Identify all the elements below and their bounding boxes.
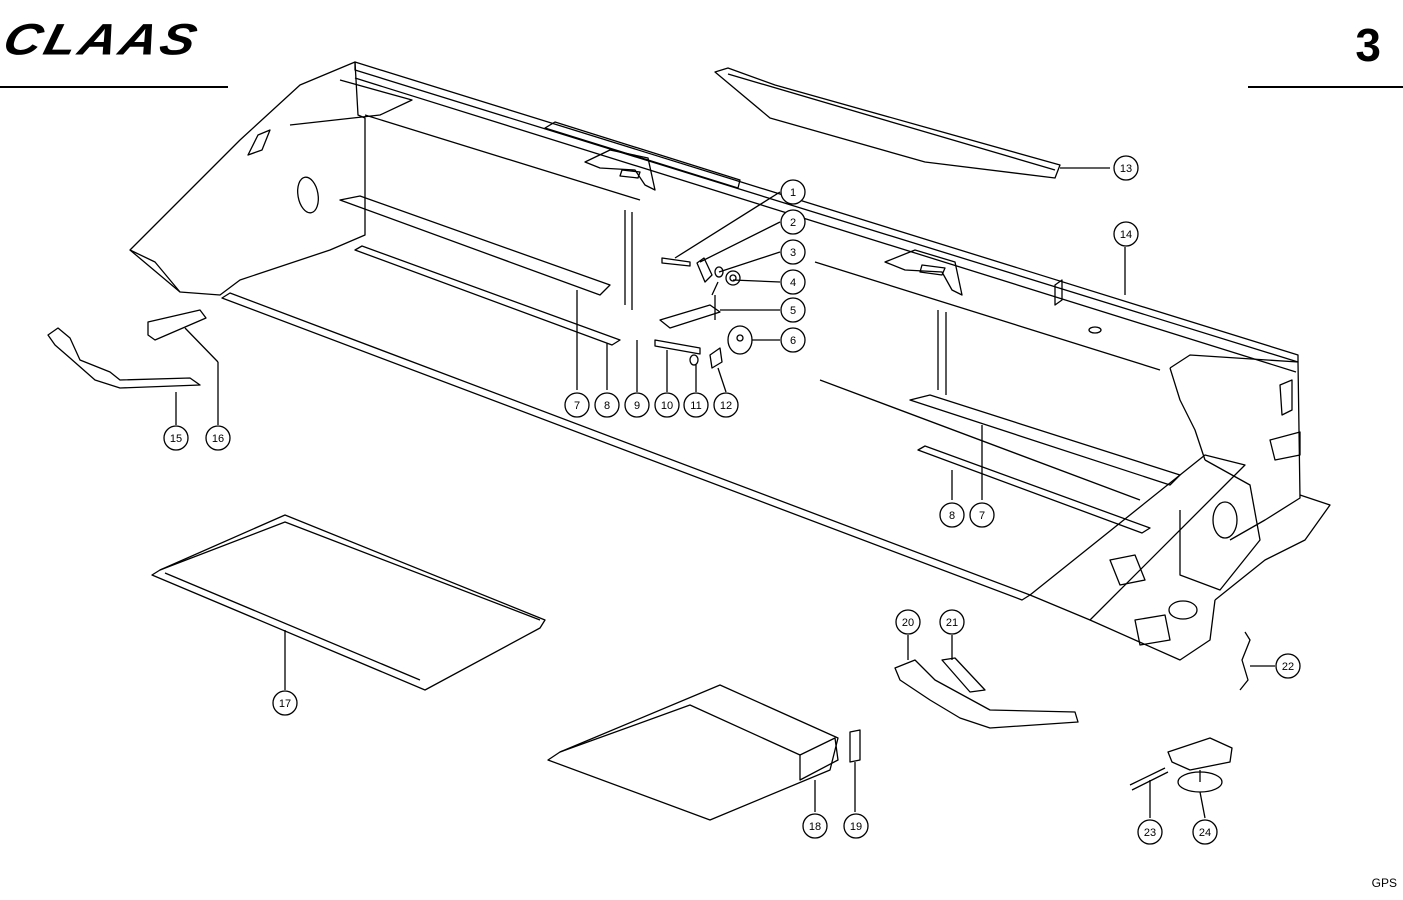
callout-circle [802,813,828,839]
callout-21: 21 [939,609,965,635]
parts-7-8-right-strips [909,394,1181,534]
callout-6: 6 [780,327,806,353]
callout-label: 7 [574,400,580,412]
callout-label: 5 [790,305,796,317]
callout-label: 21 [946,617,958,629]
callout-label: 11 [690,400,701,412]
callout-circle [683,392,709,418]
callout-1: 1 [780,179,806,205]
callout-14: 14 [1113,221,1139,247]
callout-13: 13 [1113,155,1139,181]
callout-label: 17 [279,698,291,710]
callout-label: 6 [790,335,796,347]
callout-label: 8 [604,400,610,412]
part-17-large-pan [151,514,546,691]
header-frame [129,61,1331,661]
callout-17: 17 [272,690,298,716]
callout-circle [780,327,806,353]
callout-circle [205,425,231,451]
callout-10: 10 [654,392,680,418]
callout-circle [713,392,739,418]
callout-23: 23 [1137,819,1163,845]
callout-22: 22 [1275,653,1301,679]
parts-20-21 [894,635,1079,729]
hardware-items [636,191,781,393]
header-rule-right [1248,86,1403,88]
parts-15-16 [47,309,219,425]
callout-label: 16 [212,433,224,445]
callout-8: 8 [594,392,620,418]
callout-circle [780,179,806,205]
callout-label: 9 [634,400,640,412]
callout-circle [1192,819,1218,845]
callout-circle [780,239,806,265]
callout-4: 4 [780,269,806,295]
footer-code: GPS [1371,876,1397,890]
callout-circle [939,502,965,528]
callout-label: 15 [170,433,182,445]
callout-label: 24 [1199,827,1211,839]
callout-circle [1113,155,1139,181]
callout-circle [895,609,921,635]
callout-circle [272,690,298,716]
parts-7-8-left-strips [339,195,621,390]
callout-label: 13 [1120,163,1132,175]
callout-18: 18 [802,813,828,839]
callout-circle [564,392,590,418]
callout-circle [1137,819,1163,845]
callout-16: 16 [205,425,231,451]
callout-label: 2 [790,217,796,229]
callout-12: 12 [713,392,739,418]
callout-circle [624,392,650,418]
callout-label: 3 [790,247,796,259]
callout-label: 12 [720,400,732,412]
callout-8: 8 [939,502,965,528]
callout-label: 19 [850,821,862,833]
callout-label: 7 [979,510,985,522]
callout-circle [969,502,995,528]
page-number: 3 [1355,19,1381,71]
parts-23-24 [1129,737,1233,819]
callout-circle [1275,653,1301,679]
callout-3: 3 [780,239,806,265]
part-22-clip [1239,631,1275,691]
part-13-top-strip [714,67,1110,179]
callout-circle [780,269,806,295]
callout-19: 19 [843,813,869,839]
callout-label: 4 [790,277,796,289]
callout-circle [780,209,806,235]
callout-2: 2 [780,209,806,235]
callout-circle [780,297,806,323]
frame-brackets [584,149,963,296]
callout-circle [163,425,189,451]
callout-label: 14 [1120,229,1132,241]
callout-label: 18 [809,821,821,833]
callout-5: 5 [780,297,806,323]
callout-24: 24 [1192,819,1218,845]
callout-label: 1 [790,187,796,199]
callout-9: 9 [624,392,650,418]
part-19-strap [849,729,861,812]
callout-label: 20 [902,617,914,629]
callout-15: 15 [163,425,189,451]
callout-7: 7 [564,392,590,418]
header-rule-left [0,86,228,88]
callout-circle [654,392,680,418]
callout-7: 7 [969,502,995,528]
part-18-lower-tray [547,684,839,821]
callout-circle [843,813,869,839]
callout-circle [939,609,965,635]
callout-label: 10 [661,400,673,412]
callout-20: 20 [895,609,921,635]
callout-label: 23 [1144,827,1156,839]
callout-circle [594,392,620,418]
callout-11: 11 [683,392,709,418]
callout-label: 8 [949,510,955,522]
callout-label: 22 [1282,661,1294,673]
callout-circle [1113,221,1139,247]
